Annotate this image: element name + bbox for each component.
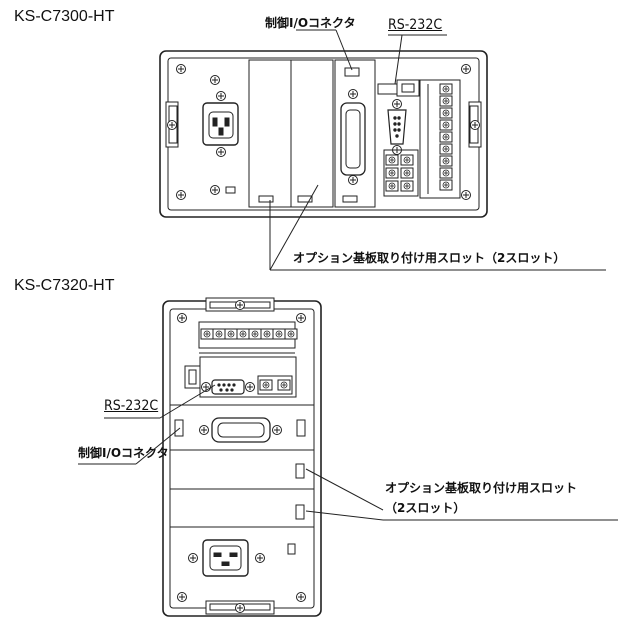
bottom-slot-label-line1: オプション基板取り付け用スロット	[385, 481, 578, 495]
bottom-control-io-connector-icon	[174, 417, 306, 443]
top-rs232c-label: RS-232C	[388, 17, 443, 33]
bottom-rs232c-label: RS-232C	[104, 398, 159, 414]
bottom-slot-label-line2: （2スロット）	[385, 501, 466, 515]
bottom-top-bracket	[205, 297, 275, 312]
bottom-rs232c-connector-icon	[199, 356, 297, 398]
bottom-power-inlet-icon	[188, 539, 265, 577]
bottom-option-slot-2	[295, 504, 305, 520]
bottom-option-slot-1	[295, 463, 305, 479]
top-option-slot-1	[248, 59, 292, 208]
top-leader-lines	[269, 29, 606, 271]
top-control-io-label: 制御I/Oコネクタ	[265, 16, 356, 30]
top-left-bracket	[165, 101, 179, 148]
top-option-slot-2	[290, 59, 334, 208]
top-control-io-connector-icon	[334, 59, 376, 208]
top-unit-drawing	[159, 50, 488, 218]
bottom-model-title: KS-C7320-HT	[14, 277, 115, 294]
top-power-inlet-icon	[202, 91, 239, 157]
top-lower-terminal-block	[383, 149, 419, 197]
bottom-top-terminal-strip	[198, 321, 298, 354]
top-slot-label: オプション基板取り付け用スロット（2スロット）	[293, 251, 566, 265]
bottom-unit-drawing	[162, 297, 322, 617]
top-right-terminal-strip	[419, 79, 461, 199]
bottom-bottom-bracket	[205, 600, 275, 615]
top-model-title: KS-C7300-HT	[14, 8, 115, 25]
bottom-leader-lines	[78, 384, 618, 521]
top-right-bracket	[468, 101, 482, 148]
